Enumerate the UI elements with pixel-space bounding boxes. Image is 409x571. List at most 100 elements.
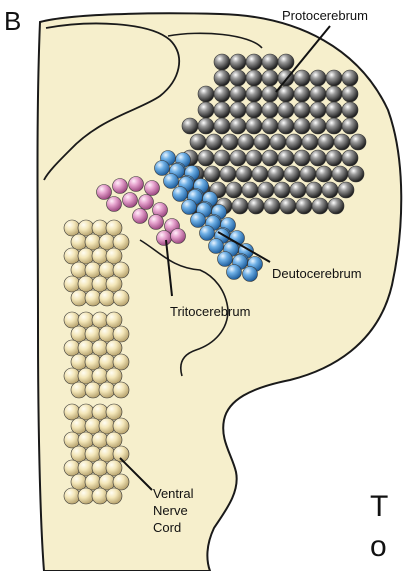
nerve-cord-cell <box>113 326 129 342</box>
nerve-cord-cell <box>85 382 101 398</box>
protocerebrum-cell <box>214 150 230 166</box>
protocerebrum-cell <box>230 70 246 86</box>
protocerebrum-cell <box>214 54 230 70</box>
deutocerebrum-cell <box>182 200 197 215</box>
protocerebrum-cell <box>214 102 230 118</box>
tritocerebrum-cell <box>171 229 186 244</box>
nerve-cord-cell <box>71 262 87 278</box>
protocerebrum-cell <box>306 182 322 198</box>
protocerebrum-cell <box>262 102 278 118</box>
nerve-cord-cell <box>64 488 80 504</box>
tritocerebrum-cell <box>139 195 154 210</box>
protocerebrum-cell <box>246 86 262 102</box>
nerve-cord-cell <box>106 460 122 476</box>
protocerebrum-cell <box>226 182 242 198</box>
protocerebrum-cell <box>342 150 358 166</box>
protocerebrum-cell <box>302 134 318 150</box>
protocerebrum-cell <box>300 166 316 182</box>
nerve-cord-cell <box>85 290 101 306</box>
nerve-cord-cell <box>64 432 80 448</box>
protocerebrum-cell <box>230 102 246 118</box>
nerve-cord-cell <box>99 474 115 490</box>
protocerebrum-cell <box>286 134 302 150</box>
nerve-cord-cell <box>106 404 122 420</box>
nerve-cord-cell <box>64 404 80 420</box>
protocerebrum-cell <box>342 118 358 134</box>
nerve-cord-cell <box>99 382 115 398</box>
deutocerebrum-cell <box>191 213 206 228</box>
protocerebrum-cell <box>246 102 262 118</box>
nerve-cord-cell <box>85 418 101 434</box>
tritocerebrum-cell <box>123 193 138 208</box>
nerve-cord-cell <box>113 234 129 250</box>
protocerebrum-cell <box>246 150 262 166</box>
protocerebrum-cell <box>290 182 306 198</box>
protocerebrum-cell <box>284 166 300 182</box>
deutocerebrum-cell <box>227 265 242 280</box>
nerve-cord-cell <box>99 418 115 434</box>
nerve-cord-cell <box>99 354 115 370</box>
nerve-cord-cell <box>64 460 80 476</box>
nerve-cord-cell <box>106 488 122 504</box>
deutocerebrum-cell <box>200 226 215 241</box>
protocerebrum-cell <box>198 102 214 118</box>
protocerebrum-cell <box>246 70 262 86</box>
nerve-cord-cell <box>106 368 122 384</box>
protocerebrum-cell <box>322 182 338 198</box>
protocerebrum-cell <box>262 150 278 166</box>
nerve-cord-cell <box>85 262 101 278</box>
deutocerebrum-cell <box>218 252 233 267</box>
nerve-cord-cell <box>71 354 87 370</box>
nerve-cord-cell <box>64 276 80 292</box>
tritocerebrum-cell <box>97 185 112 200</box>
protocerebrum-cell <box>318 134 334 150</box>
protocerebrum-cell <box>264 198 280 214</box>
tritocerebrum-cell <box>149 215 164 230</box>
tritocerebrum-cell <box>113 179 128 194</box>
nerve-cord-cell <box>113 290 129 306</box>
protocerebrum-cell <box>270 134 286 150</box>
nerve-cord-cell <box>92 432 108 448</box>
protocerebrum-cell <box>268 166 284 182</box>
protocerebrum-cell <box>204 166 220 182</box>
nerve-cord-cell <box>78 312 94 328</box>
label-tritocerebrum: Tritocerebrum <box>170 304 250 319</box>
protocerebrum-cell <box>326 118 342 134</box>
protocerebrum-cell <box>262 118 278 134</box>
protocerebrum-cell <box>238 134 254 150</box>
nerve-cord-cell <box>92 276 108 292</box>
protocerebrum-cell <box>350 134 366 150</box>
tritocerebrum-cell <box>107 197 122 212</box>
protocerebrum-cell <box>182 118 198 134</box>
protocerebrum-cell <box>252 166 268 182</box>
nerve-cord-cell <box>71 234 87 250</box>
nerve-cord-cell <box>71 382 87 398</box>
protocerebrum-cell <box>198 150 214 166</box>
nerve-cord-cell <box>85 474 101 490</box>
nerve-cord-cell <box>78 340 94 356</box>
protocerebrum-cell <box>190 134 206 150</box>
protocerebrum-cell <box>334 134 350 150</box>
nerve-cord-cell <box>106 432 122 448</box>
clipped-text-line2: o <box>370 530 387 564</box>
tritocerebrum-cell <box>145 181 160 196</box>
nerve-cord-cell <box>71 290 87 306</box>
protocerebrum-cell <box>310 118 326 134</box>
protocerebrum-cell <box>258 182 274 198</box>
nerve-cord-cell <box>64 248 80 264</box>
nerve-cord-cell <box>99 262 115 278</box>
protocerebrum-cell <box>348 166 364 182</box>
nerve-cord-cell <box>92 248 108 264</box>
protocerebrum-cell <box>310 70 326 86</box>
protocerebrum-cell <box>236 166 252 182</box>
nerve-cord-cell <box>71 446 87 462</box>
nerve-cord-cell <box>92 404 108 420</box>
nerve-cord-cell <box>71 326 87 342</box>
nerve-cord-cell <box>106 276 122 292</box>
protocerebrum-cell <box>326 150 342 166</box>
nerve-cord-cells <box>64 220 129 504</box>
protocerebrum-cell <box>232 198 248 214</box>
nerve-cord-cell <box>92 220 108 236</box>
protocerebrum-cell <box>310 102 326 118</box>
nerve-cord-cell <box>85 354 101 370</box>
